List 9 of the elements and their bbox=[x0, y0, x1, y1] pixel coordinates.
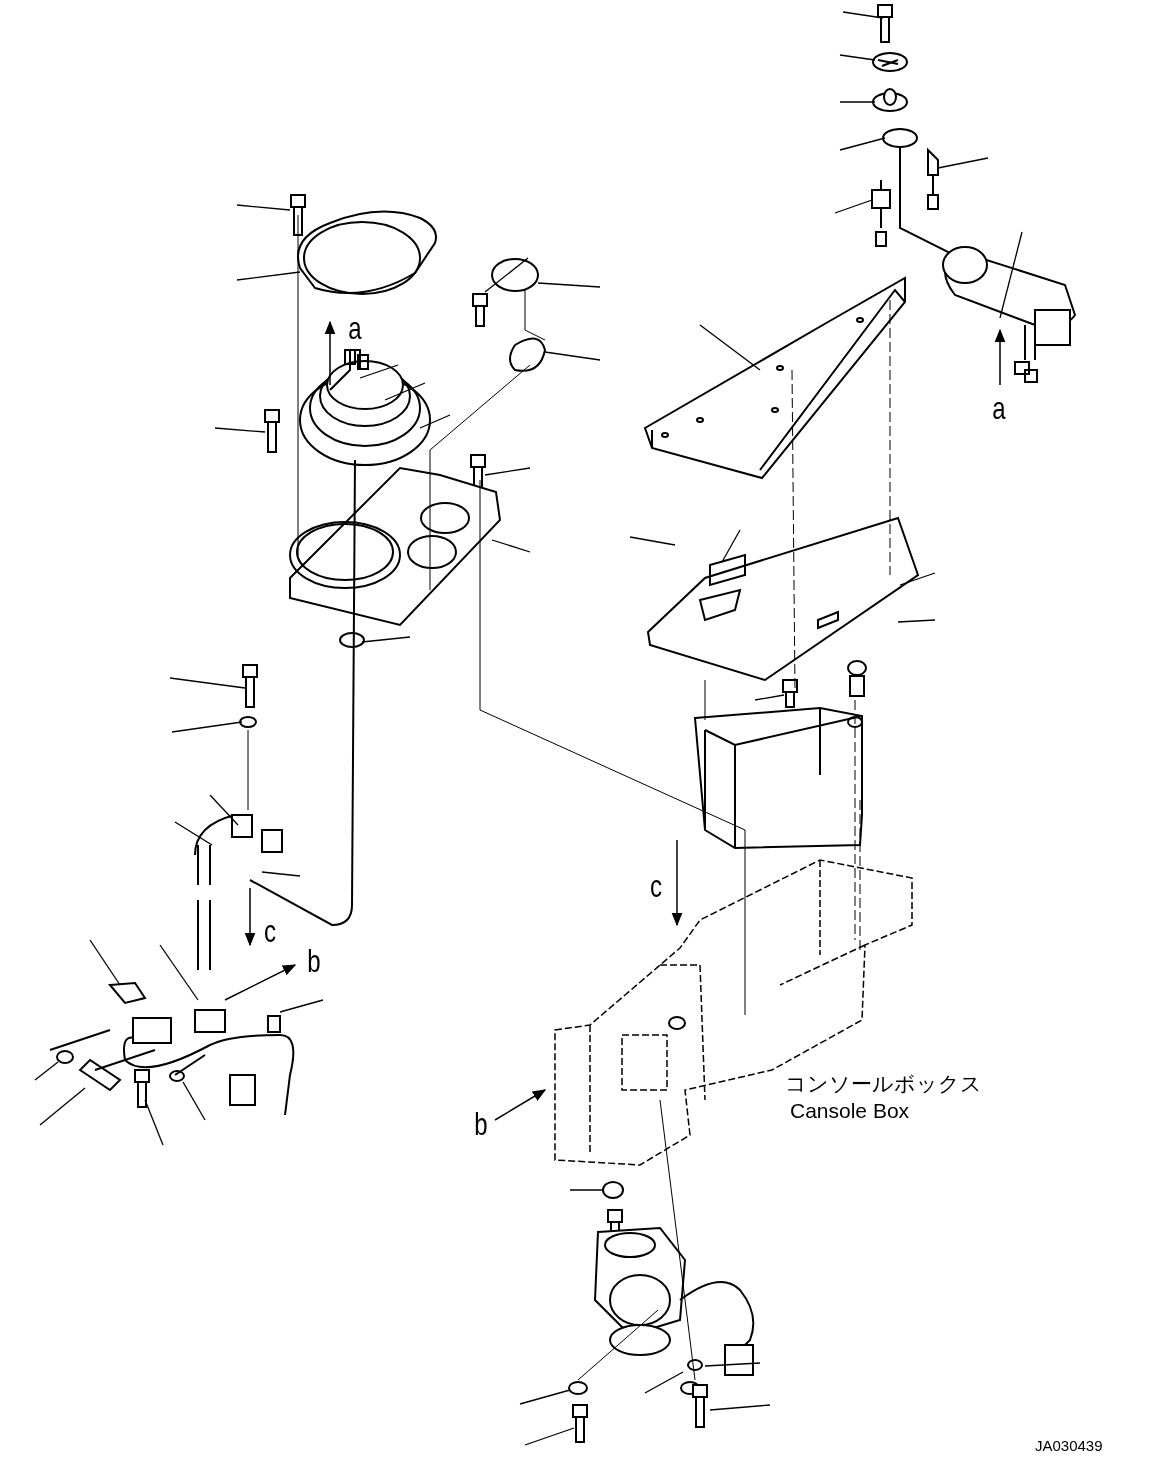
view-letter: a bbox=[348, 312, 362, 344]
part-name: Cansole Box bbox=[790, 1100, 910, 1121]
view-letter: b bbox=[474, 1108, 488, 1140]
view-letter: a bbox=[992, 392, 1006, 424]
view-letter: c bbox=[264, 915, 276, 947]
view-letter: c bbox=[650, 870, 662, 902]
drawing-number: JA030439 bbox=[1035, 1438, 1103, 1453]
view-letter: b bbox=[307, 945, 321, 977]
part-name: コンソールボックス bbox=[785, 1073, 982, 1094]
